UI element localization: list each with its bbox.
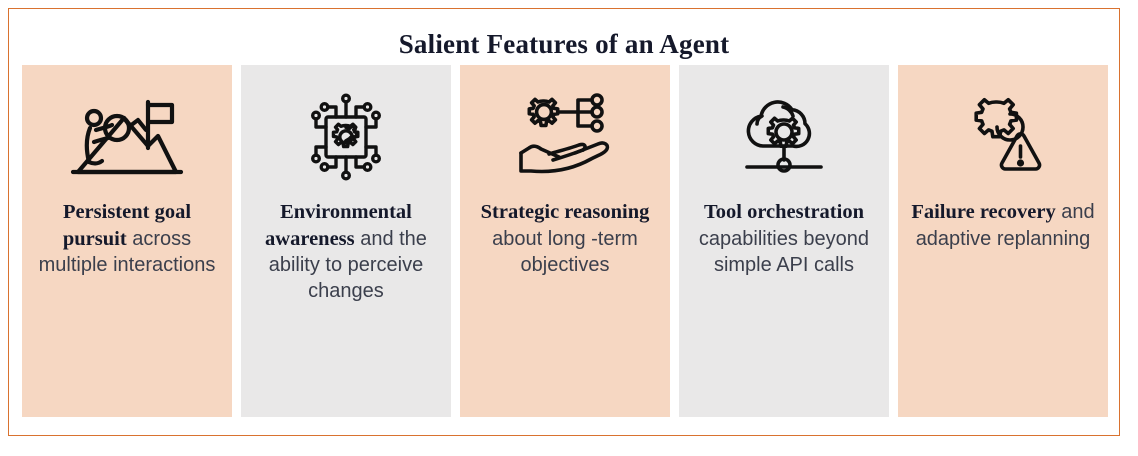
- feature-column-failure-recovery[interactable]: Failure recovery and adaptive replanning: [898, 65, 1108, 417]
- feature-caption: Strategic reasoning about long -term obj…: [473, 199, 658, 278]
- feature-lead: Failure recovery: [911, 201, 1056, 223]
- mountain-flag-climber-icon: [68, 91, 186, 183]
- feature-lead: Tool orchestration: [703, 201, 864, 223]
- feature-rest: and the ability to perceive changes: [268, 227, 427, 303]
- feature-rest: capabilities beyond simple API calls: [698, 227, 870, 276]
- hand-gear-network-icon: [513, 91, 617, 183]
- feature-lead: Environmental awareness: [265, 201, 412, 250]
- feature-rest: and adaptive replanning: [915, 201, 1095, 250]
- feature-column-environmental-awareness[interactable]: Environmental awareness and the ability …: [241, 65, 451, 417]
- feature-rest: across multiple interactions: [38, 227, 216, 277]
- feature-caption: Tool orchestration capabilities beyond s…: [692, 199, 877, 278]
- gear-warning-icon: [957, 91, 1049, 183]
- cloud-gear-node-icon: [735, 91, 833, 183]
- feature-caption: Environmental awareness and the ability …: [254, 199, 439, 304]
- feature-lead: Strategic reasoning: [480, 201, 650, 223]
- feature-columns: Persistent goal pursuit across multiple …: [22, 65, 1108, 417]
- infographic-card: Salient Features of an Agent: [8, 8, 1120, 436]
- feature-column-persistent-goal-pursuit[interactable]: Persistent goal pursuit across multiple …: [22, 65, 232, 417]
- feature-caption: Persistent goal pursuit across multiple …: [35, 199, 220, 278]
- feature-column-strategic-reasoning[interactable]: Strategic reasoning about long -term obj…: [460, 65, 670, 417]
- feature-caption: Failure recovery and adaptive replanning: [911, 199, 1096, 252]
- feature-lead: Persistent goal pursuit: [62, 201, 192, 250]
- page-title: Salient Features of an Agent: [398, 29, 730, 59]
- chip-gear-circuit-icon: [300, 91, 392, 183]
- feature-column-tool-orchestration[interactable]: Tool orchestration capabilities beyond s…: [679, 65, 889, 417]
- feature-rest: about long -term objectives: [492, 227, 638, 276]
